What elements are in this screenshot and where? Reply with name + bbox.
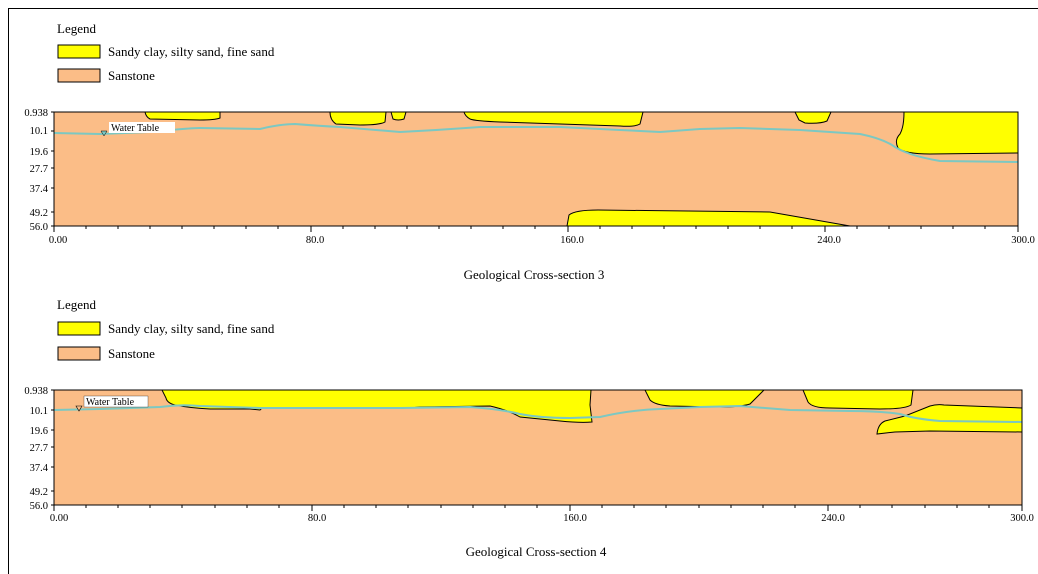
x-tick-label: 240.0 [821, 513, 845, 524]
sand-lens [876, 404, 1023, 435]
x-tick-label: 300.0 [1011, 235, 1035, 246]
sand-lens [329, 111, 387, 126]
sand-lens [802, 389, 914, 410]
x-axis: 0.00 80.0 160.0 240.0 300.0 [49, 226, 1035, 246]
legend-label-sand: Sandy clay, silty sand, fine sand [108, 44, 275, 59]
water-table-label-bg [109, 122, 175, 133]
section-title: Geological Cross-section 4 [466, 544, 607, 559]
legend-label-sand: Sandy clay, silty sand, fine sand [108, 321, 275, 336]
y-tick-label: 0.938 [24, 108, 48, 119]
sandstone-layer [54, 112, 1018, 226]
legend-label-sandstone: Sanstone [108, 346, 155, 361]
sand-lens [895, 111, 1019, 155]
x-tick-label: 160.0 [563, 513, 587, 524]
y-axis: 0.938 10.1 19.6 27.7 37.4 49.2 56.0 [24, 108, 54, 233]
water-table-label: Water Table [86, 397, 135, 408]
legend: Legend Sandy clay, silty sand, fine sand… [57, 297, 275, 361]
x-tick-label: 0.00 [49, 235, 67, 246]
figure-frame [8, 8, 1038, 574]
legend-swatch-sandstone [57, 68, 101, 83]
y-tick-label: 27.7 [30, 443, 48, 454]
y-axis: 0.938 10.1 19.6 27.7 37.4 49.2 56.0 [24, 386, 54, 512]
water-table-marker-icon [100, 130, 108, 137]
legend-heading: Legend [57, 21, 96, 36]
y-ticks [51, 111, 54, 227]
y-tick-label: 37.4 [30, 184, 49, 195]
legend-heading: Legend [57, 297, 96, 312]
y-ticks [51, 389, 54, 506]
x-tick-label: 0.00 [50, 513, 68, 524]
water-table-label: Water Table [111, 123, 160, 134]
cross-section-plot: Water Table [53, 111, 1019, 227]
y-tick-label: 56.0 [30, 222, 48, 233]
water-table-line [53, 122, 1019, 163]
sand-lens [144, 111, 221, 121]
cross-section-plot: Water Table [53, 389, 1023, 506]
sand-lens [390, 111, 407, 121]
y-tick-label: 19.6 [30, 426, 48, 437]
x-axis: 0.00 80.0 160.0 240.0 300.0 [50, 505, 1034, 524]
x-tick-label: 300.0 [1010, 513, 1034, 524]
water-table-label-bg [83, 395, 149, 408]
cross-section-4: Legend Sandy clay, silty sand, fine sand… [24, 297, 1033, 559]
cross-section-3: Legend Sandy clay, silty sand, fine sand… [24, 21, 1034, 282]
y-tick-label: 10.1 [30, 126, 48, 137]
x-ticks [53, 505, 1023, 511]
y-tick-label: 27.7 [30, 164, 48, 175]
sand-lens [644, 389, 766, 408]
water-table-marker-icon [75, 405, 83, 412]
legend-label-sandstone: Sanstone [108, 68, 155, 83]
sand-lens [463, 111, 644, 127]
x-tick-label: 240.0 [817, 235, 841, 246]
y-tick-label: 49.2 [30, 487, 48, 498]
y-tick-label: 56.0 [30, 501, 48, 512]
sand-lens [794, 111, 832, 124]
x-ticks [53, 226, 1019, 232]
legend-swatch-sand [57, 44, 101, 59]
legend-swatch-sand [57, 321, 101, 336]
plot-border [53, 111, 1019, 227]
x-tick-label: 160.0 [560, 235, 584, 246]
section-title: Geological Cross-section 3 [464, 267, 605, 282]
legend: Legend Sandy clay, silty sand, fine sand… [57, 21, 275, 83]
x-tick-label: 80.0 [308, 513, 326, 524]
x-tick-label: 80.0 [306, 235, 324, 246]
y-tick-label: 37.4 [30, 463, 49, 474]
y-tick-label: 0.938 [24, 386, 48, 397]
sand-lens [566, 209, 851, 227]
legend-swatch-sandstone [57, 346, 101, 361]
y-tick-label: 19.6 [30, 147, 48, 158]
y-tick-label: 49.2 [30, 208, 48, 219]
water-table-line [53, 404, 1023, 423]
y-tick-label: 10.1 [30, 406, 48, 417]
